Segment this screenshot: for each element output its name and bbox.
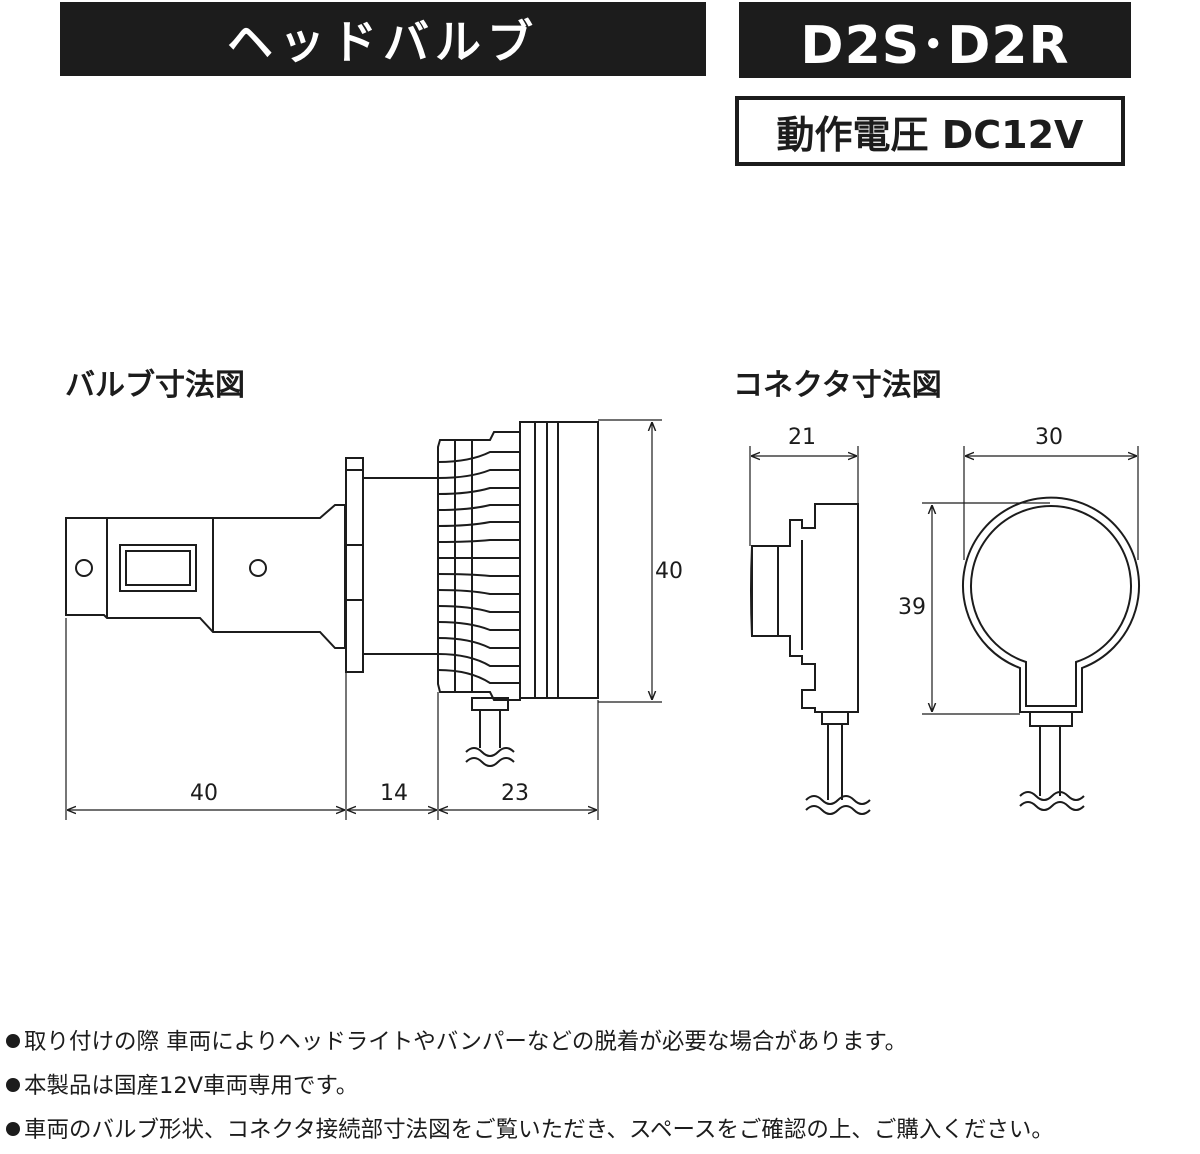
connector-front-dimensions — [922, 446, 1139, 715]
note-item: 取り付けの際 車両によりヘッドライトやバンパーなどの脱着が必要な場合があります。 — [6, 1020, 1196, 1064]
connector-diagram-title: コネクタ寸法図 — [733, 368, 942, 403]
bullet-icon — [6, 1078, 20, 1092]
notes-list: 取り付けの際 車両によりヘッドライトやバンパーなどの脱着が必要な場合があります。… — [6, 1020, 1196, 1152]
connector-side-width-label: 21 — [788, 425, 816, 450]
bulb-model-text: D2S･D2R — [800, 15, 1070, 76]
connector-front-view — [962, 496, 1140, 811]
note-item: 車両のバルブ形状、コネクタ接続部寸法図をご覧いただき、スペースをご確認の上、ご購… — [6, 1108, 1196, 1152]
connector-front-width-label: 30 — [1035, 425, 1063, 450]
product-type-text: ヘッドバルブ — [227, 15, 539, 69]
bulb-dimensions — [65, 419, 662, 820]
bulb-flange — [345, 457, 439, 673]
bulb-body-length-label: 23 — [501, 781, 529, 806]
bulb-base-length-label: 40 — [190, 781, 218, 806]
product-type-banner: ヘッドバルブ — [60, 2, 706, 76]
bulb-height-label: 40 — [655, 559, 683, 584]
bulb-heatsink — [437, 431, 521, 701]
connector-side-view — [750, 503, 871, 815]
connector-front-height-label: 39 — [898, 595, 926, 620]
bulb-flange-length-label: 14 — [380, 781, 408, 806]
bulb-model-banner: D2S･D2R — [739, 2, 1131, 78]
bulb-drawing — [65, 421, 599, 767]
bullet-icon — [6, 1122, 20, 1136]
bullet-icon — [6, 1034, 20, 1048]
connector-side-dimensions — [749, 446, 859, 546]
bulb-diagram-title: バルブ寸法図 — [65, 368, 245, 403]
bulb-cable — [465, 697, 515, 767]
bulb-base — [65, 504, 346, 649]
voltage-box: 動作電圧 DC12V — [735, 96, 1125, 166]
note-item: 本製品は国産12V車両専用です。 — [6, 1064, 1196, 1108]
voltage-text: 動作電圧 DC12V — [776, 112, 1084, 157]
bulb-cap — [519, 421, 599, 699]
